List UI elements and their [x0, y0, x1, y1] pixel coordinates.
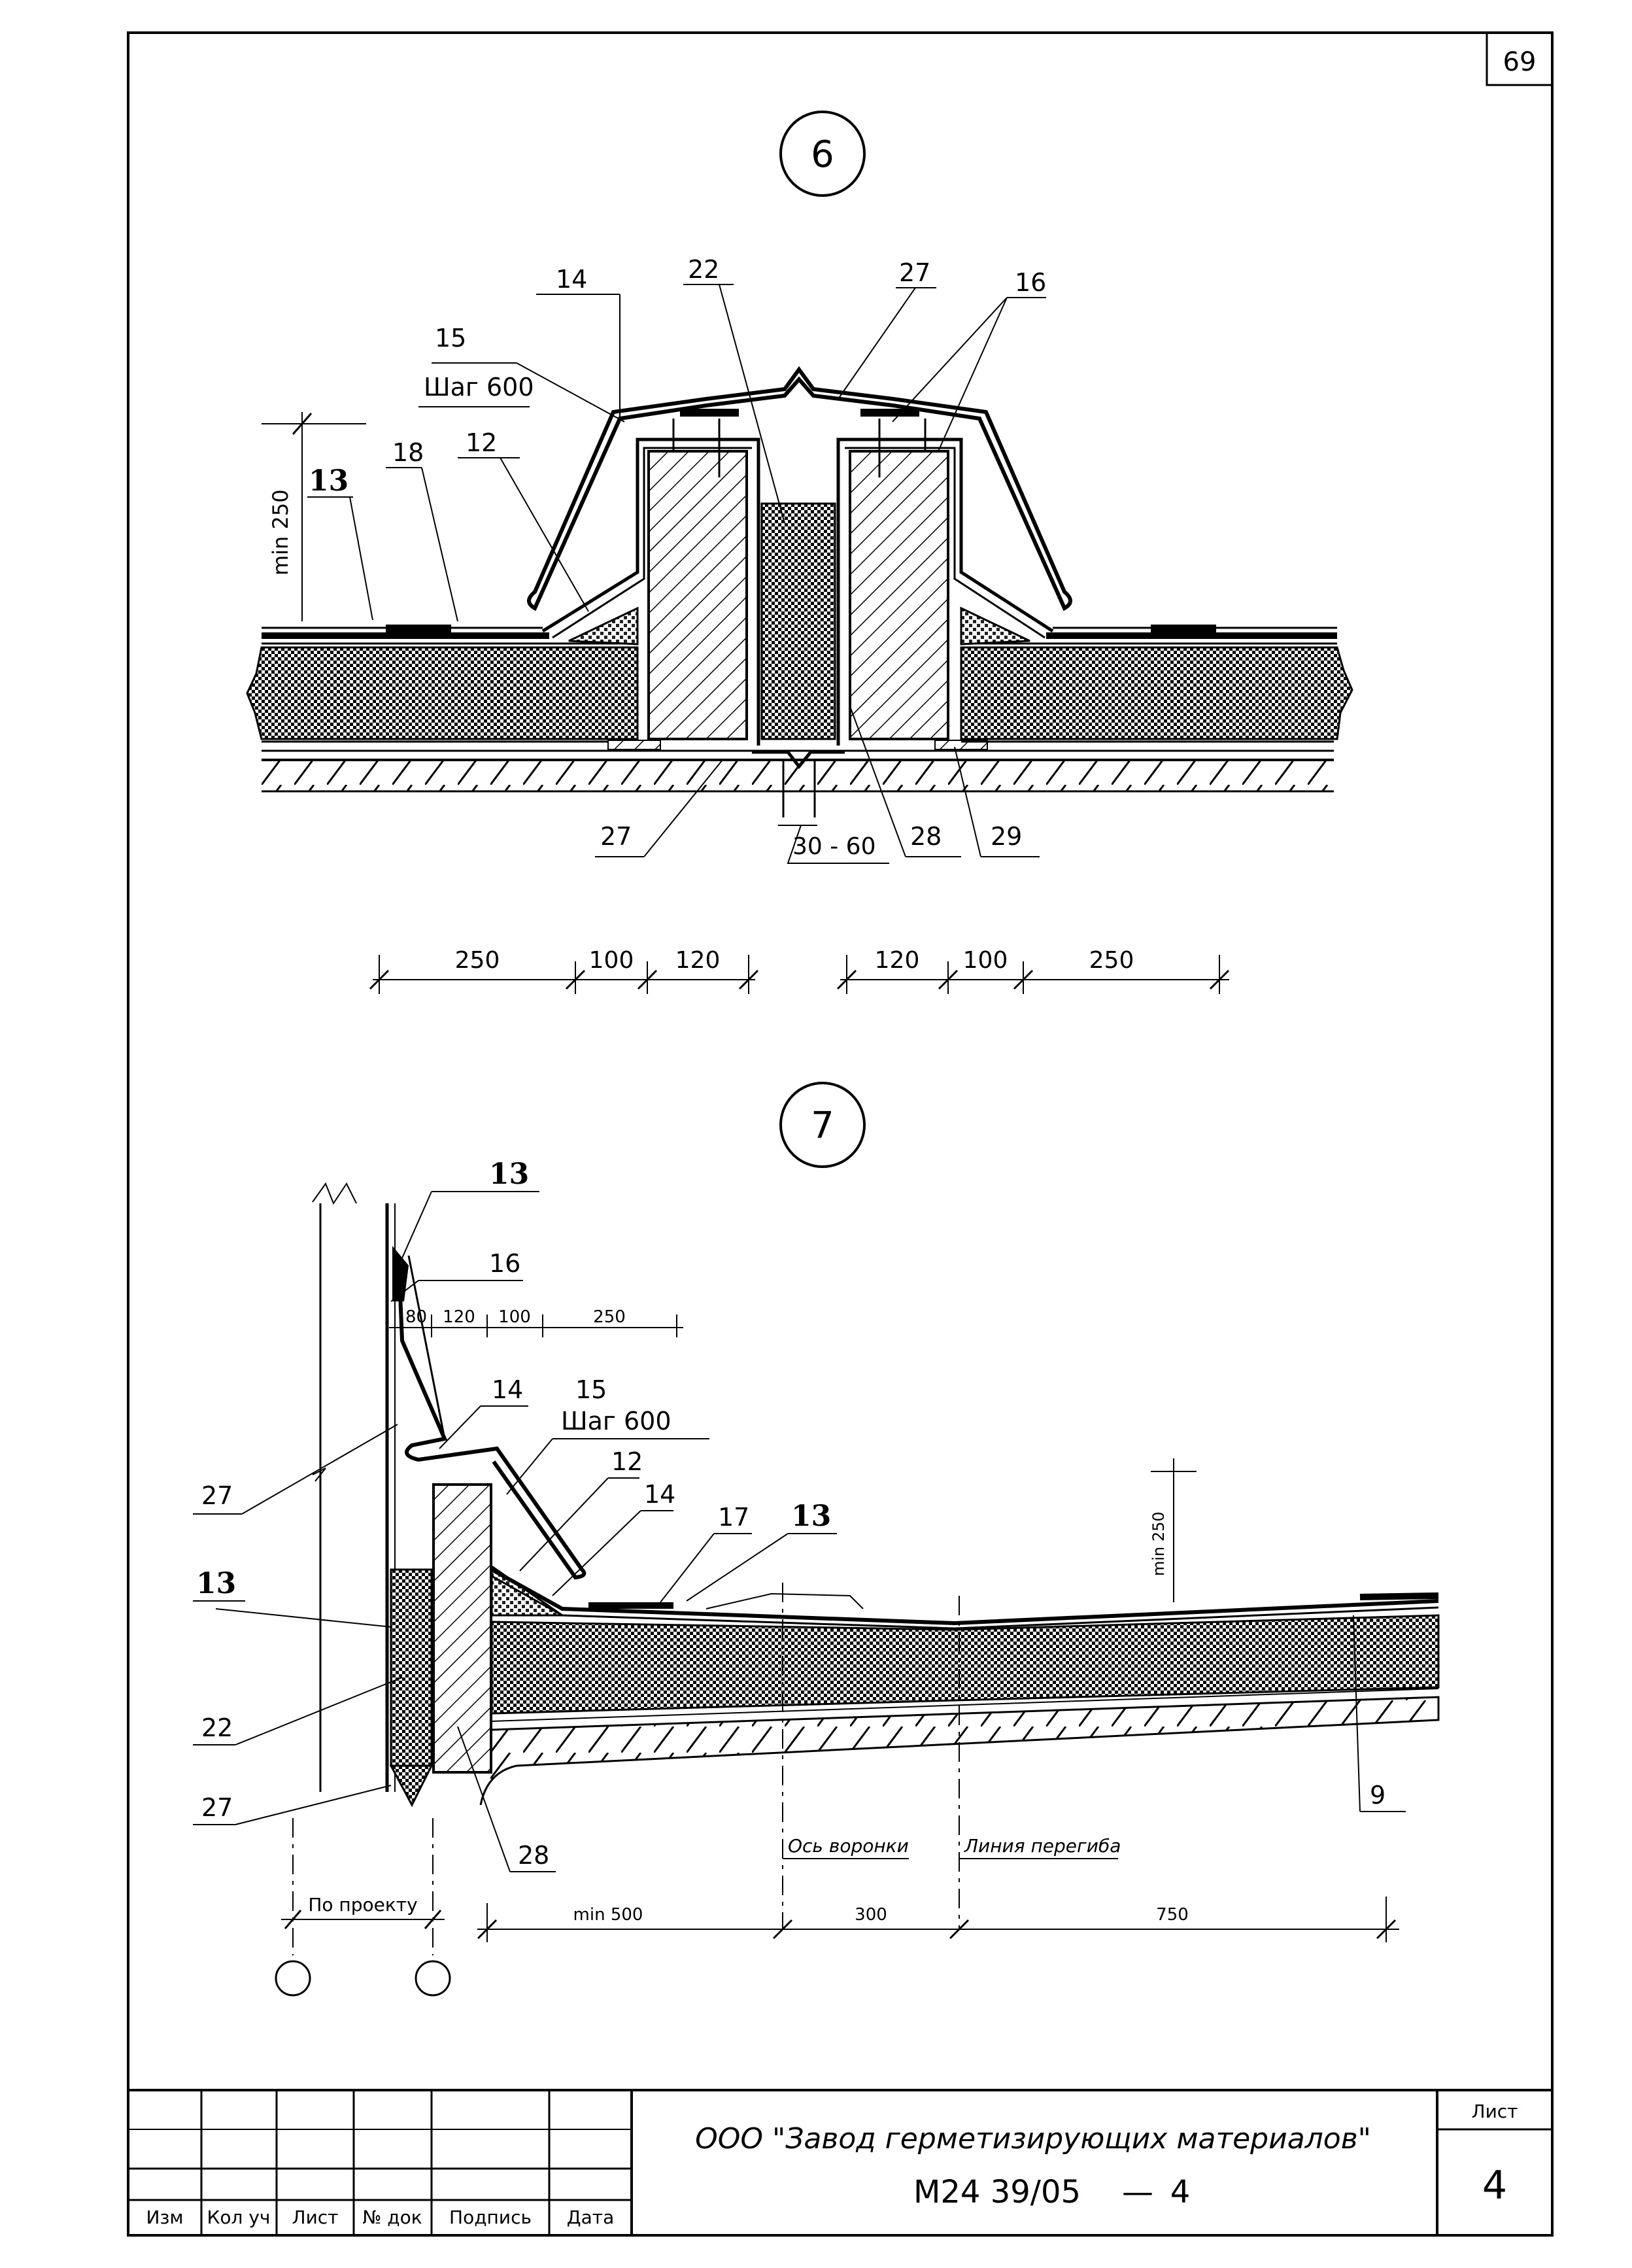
detail-6: 6 [246, 111, 1353, 994]
detail-7-callout-27-lower: 27 [201, 1793, 233, 1822]
detail-7-dim-top-120: 120 [443, 1307, 475, 1327]
detail-7-min250: min 250 [1149, 1511, 1168, 1576]
detail-7-membrane [490, 1568, 1439, 1630]
detail-7-bottom-dims: По проекту min 500 300 750 [275, 1894, 1399, 1997]
detail-7-top-dims: 80 120 100 250 [389, 1307, 683, 1337]
title-col-date: Дата [567, 2207, 615, 2228]
detail-7-insulation [490, 1614, 1440, 1715]
detail-7-curb [432, 1483, 492, 1774]
detail-7: 7 [193, 1082, 1440, 1997]
detail-6-gap: 30 - 60 [778, 759, 889, 864]
detail-6-dim-right-100: 100 [963, 947, 1008, 974]
detail-7-dim-min500: min 500 [573, 1905, 643, 1925]
detail-6-expansion-fill [760, 502, 836, 740]
detail-6-seal-strip-right [934, 740, 988, 750]
detail-7-flashing [397, 1255, 586, 1580]
title-col-kol-uch: Кол уч [207, 2207, 271, 2228]
detail-7-dim-top-100: 100 [498, 1307, 531, 1327]
detail-7-callout-27-upper: 27 [201, 1481, 233, 1510]
title-col-doc: № док [362, 2207, 422, 2228]
title-doc-suffix: 4 [1170, 2174, 1191, 2210]
detail-7-axis-funnel: Ось воронки [788, 1835, 909, 1857]
detail-7-callout-16: 16 [489, 1249, 520, 1278]
detail-6-base-layers [262, 740, 1334, 752]
detail-7-wall-fill [390, 1568, 433, 1767]
sheet-frame: 69 [127, 31, 1554, 2237]
detail-6-fillet-left [568, 606, 639, 645]
title-doc-code: М24 39/05 [913, 2174, 1081, 2210]
detail-6-dim-right-250: 250 [1089, 947, 1134, 974]
detail-6-curb-right [849, 450, 949, 740]
detail-6-callout-14: 14 [556, 265, 587, 294]
detail-6-dim-left-120: 120 [675, 947, 721, 974]
detail-7-callout-17: 17 [718, 1503, 749, 1532]
detail-6-callout-13: 13 [309, 464, 348, 498]
detail-6-marker: 6 [811, 133, 834, 176]
detail-6-callout-16: 16 [1015, 268, 1046, 297]
title-col-list: Лист [292, 2207, 339, 2228]
detail-6-callout-27-top: 27 [899, 258, 930, 287]
detail-7-min250-dim: min 250 [1149, 1458, 1197, 1602]
detail-6-metal-cap [527, 366, 1072, 611]
detail-6-seal-strip-left [607, 740, 661, 750]
detail-7-callout-13-top: 13 [489, 1158, 529, 1191]
detail-7-dim-top-250: 250 [593, 1307, 626, 1327]
detail-6-callout-15: 15 [435, 324, 466, 352]
detail-6-dim-left-100: 100 [589, 947, 634, 974]
detail-6-membrane [262, 625, 1337, 645]
detail-7-callout-13-left: 13 [196, 1567, 236, 1600]
detail-7-callout-28: 28 [518, 1841, 549, 1870]
detail-7-by-project: По проекту [308, 1894, 417, 1916]
detail-7-wall [312, 1182, 396, 1792]
title-col-izm: Изм [146, 2207, 184, 2228]
detail-6-callout-22: 22 [688, 255, 719, 284]
title-col-signature: Подпись [449, 2207, 532, 2228]
detail-7-callouts: 13 16 27 14 15 Шаг 600 12 14 17 [193, 1158, 1406, 1872]
title-doc-dash: — [1122, 2174, 1153, 2210]
detail-6-fillet-right [960, 606, 1030, 645]
detail-6-dim-left-250: 250 [455, 947, 500, 974]
detail-7-dim-750: 750 [1156, 1905, 1189, 1925]
detail-7-callout-14-lower: 14 [644, 1480, 675, 1509]
detail-7-callout-22: 22 [201, 1713, 233, 1742]
title-block: Изм Кол уч Лист № док Подпись Дата ООО "… [128, 2089, 1552, 2235]
title-company: ООО "Завод герметизирующих материалов" [695, 2122, 1371, 2156]
title-sheet-value: 4 [1482, 2163, 1507, 2208]
detail-6-callout-28: 28 [910, 822, 942, 851]
detail-6-curb-left [647, 450, 748, 740]
detail-6-min250: min 250 [268, 489, 293, 576]
detail-7-callout-9: 9 [1370, 1781, 1386, 1810]
detail-6-callout-29: 29 [991, 822, 1022, 851]
detail-7-callout-12: 12 [611, 1447, 643, 1476]
detail-6-shag: Шаг 600 [424, 373, 534, 402]
title-sheet-label: Лист [1472, 2101, 1518, 2122]
detail-7-callout-14-upper: 14 [492, 1375, 523, 1404]
sheet-number-corner: 69 [1503, 47, 1537, 77]
detail-6-insulation-right [960, 646, 1353, 740]
detail-7-callout-13-mid: 13 [791, 1500, 831, 1533]
detail-7-marker: 7 [811, 1105, 834, 1147]
detail-6-callout-27-bottom: 27 [600, 822, 632, 851]
detail-6-callout-18: 18 [392, 438, 424, 467]
detail-7-shag: Шаг 600 [561, 1407, 672, 1435]
detail-6-gap-dim: 30 - 60 [792, 833, 876, 860]
detail-6-dim-right-120: 120 [875, 947, 920, 974]
detail-7-dim-top-80: 80 [405, 1307, 427, 1327]
detail-6-insulation-left [246, 646, 639, 740]
detail-7-bend-line: Линия перегиба [964, 1835, 1121, 1857]
detail-7-dim-300: 300 [855, 1905, 887, 1925]
detail-6-curb-membrane [541, 438, 1054, 770]
detail-6-callouts: 14 22 27 16 15 Шаг 600 12 18 13 [307, 255, 1046, 857]
detail-7-callout-15: 15 [575, 1375, 607, 1404]
detail-6-dimension-chain: 250 100 120 120 100 250 [369, 947, 1230, 994]
detail-6-callout-12: 12 [466, 428, 497, 457]
detail-6-min250-dim: min 250 [262, 412, 366, 621]
